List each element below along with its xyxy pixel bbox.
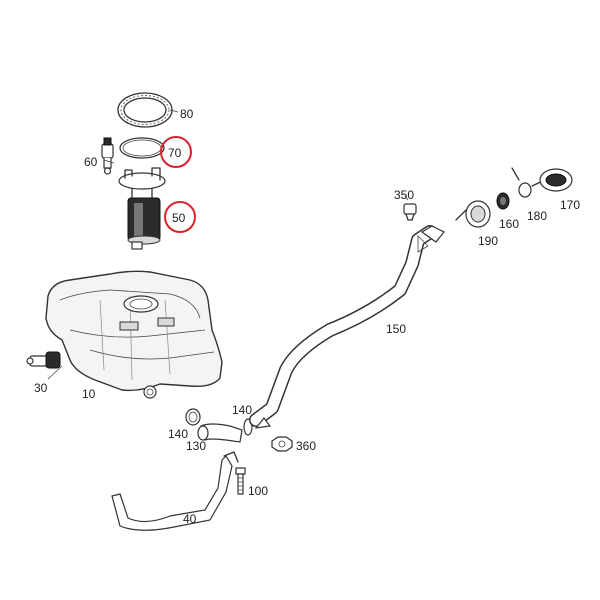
callout-140-left: 140 [168, 427, 188, 441]
callout-130: 130 [186, 439, 206, 453]
callout-40: 40 [183, 512, 197, 526]
callout-170: 170 [560, 198, 580, 212]
callout-190: 190 [478, 234, 498, 248]
callout-10: 10 [82, 387, 96, 401]
part-140-clamp-left[interactable] [185, 408, 201, 426]
highlight-circle-70 [160, 136, 192, 168]
callout-50: 50 [172, 211, 186, 225]
part-190-filler-housing[interactable] [455, 200, 491, 228]
callout-70: 70 [168, 146, 182, 160]
part-170-fuel-cap[interactable] [539, 168, 573, 192]
highlight-circle-50 [164, 201, 196, 233]
callout-150: 150 [386, 322, 406, 336]
part-350-clip[interactable] [403, 203, 417, 221]
leader-lines [47, 109, 409, 380]
callout-160: 160 [499, 217, 519, 231]
part-10-fuel-tank[interactable] [45, 270, 223, 399]
callout-140-right: 140 [232, 403, 252, 417]
part-360-nut[interactable] [271, 436, 293, 452]
part-150-filler-pipe[interactable] [249, 225, 445, 429]
callout-60: 60 [84, 155, 98, 169]
part-130-hose[interactable] [197, 423, 243, 443]
part-160-seal[interactable] [496, 192, 510, 210]
part-30-connector[interactable] [26, 351, 61, 369]
part-40-tank-strap[interactable] [111, 451, 239, 531]
callout-100: 100 [248, 484, 268, 498]
callout-350: 350 [394, 188, 414, 202]
part-60-valve[interactable] [101, 137, 114, 175]
callout-180: 180 [527, 209, 547, 223]
part-70-seal-ring[interactable] [119, 137, 165, 159]
callout-80: 80 [180, 107, 194, 121]
part-50-fuel-pump-module[interactable] [118, 167, 166, 250]
part-100-bolt[interactable] [235, 467, 246, 495]
callout-30: 30 [34, 381, 48, 395]
callout-360: 360 [296, 439, 316, 453]
part-80-gasket-ring[interactable] [117, 92, 173, 128]
